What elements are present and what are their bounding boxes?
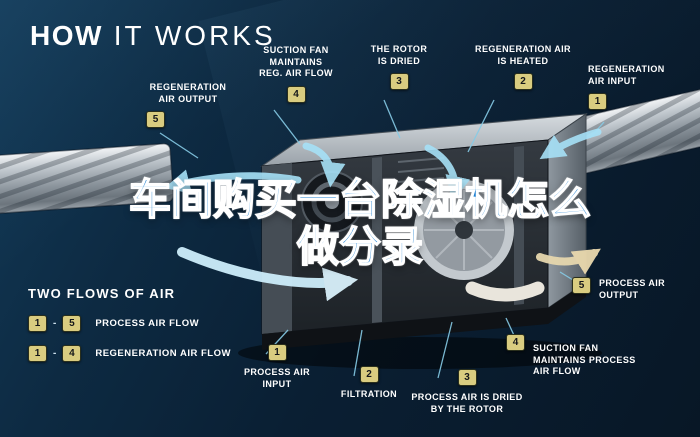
left-duct [0, 142, 175, 215]
callout-label: REGENERATION AIR INPUT [588, 64, 665, 86]
step-5-badge: 5 [572, 277, 591, 294]
step-1-badge: 1 [588, 93, 607, 111]
callout-label: SUCTION FAN MAINTAINS REG. AIR FLOW [259, 45, 333, 79]
callout-regeneration-air-input: 1 REGENERATION AIR INPUT [588, 64, 682, 111]
step-3-badge: 3 [389, 73, 409, 91]
step-2-badge: 2 [359, 366, 379, 383]
callout-regeneration-air-output: 5 REGENERATION AIR OUTPUT [140, 82, 236, 129]
legend-badge-to: 5 [62, 315, 82, 332]
step-4-badge: 4 [286, 86, 306, 104]
callout-label: REGENERATION AIR IS HEATED [475, 44, 571, 66]
callout-suction-fan-reg-air-flow: 4 SUCTION FAN MAINTAINS REG. AIR FLOW [250, 45, 342, 104]
step-5-badge: 5 [146, 111, 165, 129]
step-1-badge: 1 [267, 344, 287, 361]
overlay-line-1: 车间购买一台除湿机怎么 [128, 175, 592, 224]
callout-process-air-dried-by-rotor: 3 PROCESS AIR IS DRIED BY THE ROTOR [410, 369, 524, 415]
legend-dash: - [53, 318, 57, 329]
callout-filtration: 2 FILTRATION [320, 366, 418, 401]
title-light: IT WORKS [102, 20, 276, 51]
callout-process-air-output: 5 PROCESS AIR OUTPUT [572, 277, 684, 301]
legend-badge-from: 1 [28, 315, 47, 332]
callout-label: SUCTION FAN MAINTAINS PROCESS AIR FLOW [533, 343, 636, 377]
legend-row-regeneration-air-flow: 1 - 4 REGENERATION AIR FLOW [28, 345, 231, 362]
callout-label: REGENERATION AIR OUTPUT [149, 82, 227, 104]
legend-label: REGENERATION AIR FLOW [95, 348, 231, 359]
callout-label: FILTRATION [340, 389, 398, 399]
chinese-overlay-text: 车间购买一台除湿机怎么 做分录 [60, 175, 660, 271]
title-bold: HOW [30, 20, 103, 51]
legend-heading: TWO FLOWS OF AIR [28, 286, 176, 301]
legend: TWO FLOWS OF AIR 1 - 5 PROCESS AIR FLOW … [28, 286, 231, 375]
legend-badge-from: 1 [28, 345, 47, 362]
overlay-line-2: 做分录 [296, 222, 424, 271]
legend-dash: - [53, 348, 57, 359]
step-4-badge: 4 [506, 334, 525, 351]
legend-badge-to: 4 [62, 345, 82, 362]
callout-process-air-input: 1 PROCESS AIR INPUT [234, 344, 320, 390]
callout-regeneration-air-heated: 2 REGENERATION AIR IS HEATED [470, 44, 576, 91]
step-2-badge: 2 [513, 73, 533, 91]
callout-label: PROCESS AIR INPUT [243, 367, 311, 389]
callout-rotor-is-dried: 3 THE ROTOR IS DRIED [358, 44, 440, 91]
legend-row-process-air-flow: 1 - 5 PROCESS AIR FLOW [28, 315, 231, 332]
legend-label: PROCESS AIR FLOW [95, 318, 200, 329]
callout-label: PROCESS AIR OUTPUT [599, 278, 666, 300]
page-title: HOW IT WORKS [30, 20, 276, 52]
callout-suction-fan-process-air-flow: 4 SUCTION FAN MAINTAINS PROCESS AIR FLOW [506, 334, 646, 378]
step-3-badge: 3 [457, 369, 477, 386]
callout-label: THE ROTOR IS DRIED [370, 44, 428, 66]
callout-label: PROCESS AIR IS DRIED BY THE ROTOR [411, 392, 523, 414]
